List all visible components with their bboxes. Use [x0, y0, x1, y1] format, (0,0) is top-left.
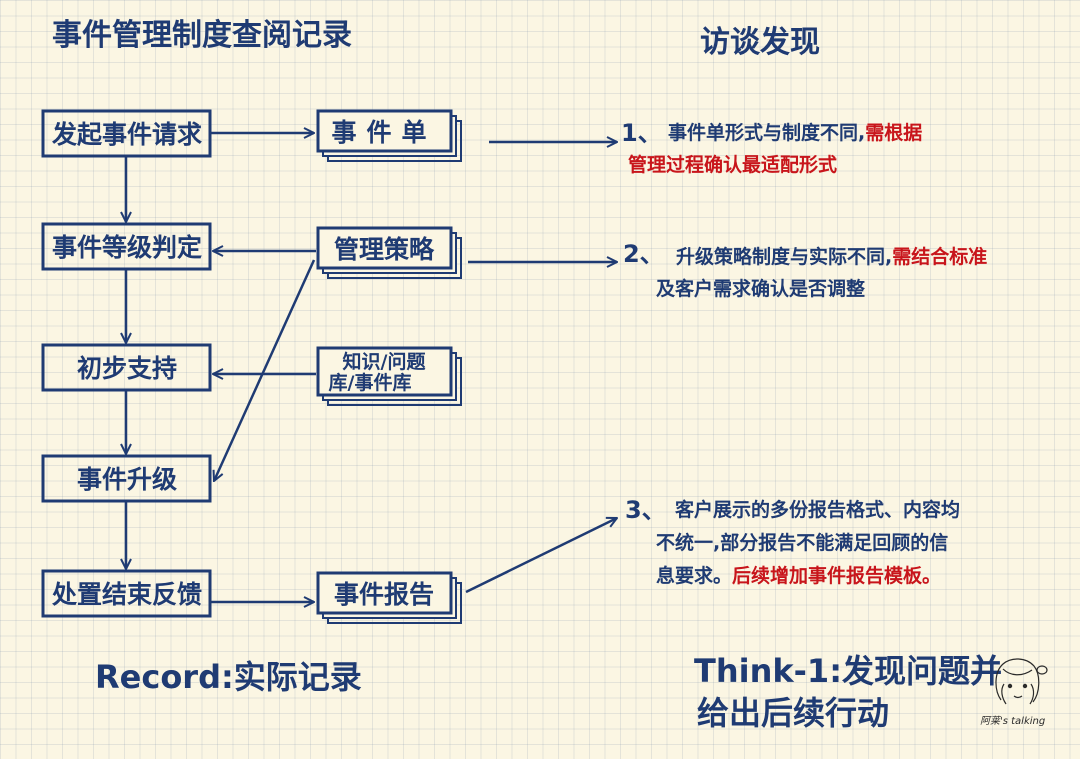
finding-1-number: 1、: [621, 119, 662, 147]
document-incident-report: 事件报告: [316, 571, 462, 624]
finding-3-line1: 客户展示的多份报告格式、内容均: [675, 498, 960, 521]
finding-2-line1: 升级策略制度与实际不同,需结合标准: [676, 245, 987, 268]
finding-2-number: 2、: [623, 240, 664, 268]
document-incident-form-label: 事件单: [331, 118, 436, 147]
record-label: Record:实际记录: [95, 658, 362, 696]
finding-2-line1-red: 需结合标准: [892, 245, 987, 268]
arrow-report-to-finding3: [465, 516, 617, 594]
finding-3-line3: 息要求。后续增加事件报告模板。: [656, 564, 941, 587]
author-doodle-icon: [995, 658, 1048, 705]
document-knowledge-base-line2: 库/事件库: [329, 371, 412, 394]
finding-1-line1-red: 需根据: [865, 121, 922, 144]
finding-1: 1、 事件单形式与制度不同,需根据 管理过程确认最适配形式: [621, 119, 922, 176]
process-step-3: 初步支持: [41, 343, 212, 392]
document-mgmt-policy-label: 管理策略: [334, 235, 435, 264]
finding-1-line2: 管理过程确认最适配形式: [628, 153, 837, 176]
right-heading: 访谈发现: [700, 25, 820, 60]
finding-3-number: 3、: [625, 496, 666, 524]
document-knowledge-base: 知识/问题 库/事件库: [316, 346, 462, 406]
document-incident-form: 事件单: [316, 109, 462, 162]
finding-3: 3、 客户展示的多份报告格式、内容均 不统一,部分报告不能满足回顾的信 息要求。…: [625, 496, 960, 587]
left-heading: 事件管理制度查阅记录: [52, 18, 352, 53]
arrow-policy-to-step4: [214, 259, 316, 481]
document-knowledge-base-line1: 知识/问题: [343, 350, 426, 373]
finding-3-line3-red: 后续增加事件报告模板。: [732, 564, 941, 587]
finding-1-line1-blue: 事件单形式与制度不同,: [668, 121, 865, 144]
finding-2-line2: 及客户需求确认是否调整: [656, 277, 865, 300]
process-step-5: 处置结束反馈: [41, 569, 212, 618]
process-step-2-label: 事件等级判定: [52, 233, 202, 262]
think-label-line1: Think-1:发现问题并: [694, 652, 1002, 690]
process-step-2: 事件等级判定: [41, 222, 212, 271]
finding-2-line1-blue: 升级策略制度与实际不同,: [676, 245, 892, 268]
finding-1-line1: 事件单形式与制度不同,需根据: [668, 121, 922, 144]
process-step-4-label: 事件升级: [77, 465, 177, 494]
document-mgmt-policy: 管理策略: [316, 226, 462, 279]
document-incident-report-label: 事件报告: [334, 580, 434, 609]
finding-2: 2、 升级策略制度与实际不同,需结合标准 及客户需求确认是否调整: [623, 240, 987, 300]
process-step-1: 发起事件请求: [41, 109, 212, 158]
think-label-line2: 给出后续行动: [697, 694, 889, 732]
finding-3-line3-blue: 息要求。: [656, 564, 732, 587]
signature: 阿莱's talking: [980, 715, 1045, 727]
finding-3-line2: 不统一,部分报告不能满足回顾的信: [656, 531, 948, 554]
process-step-5-label: 处置结束反馈: [51, 580, 202, 609]
process-step-3-label: 初步支持: [77, 354, 177, 383]
process-step-4: 事件升级: [41, 454, 212, 503]
process-step-1-label: 发起事件请求: [51, 120, 202, 149]
